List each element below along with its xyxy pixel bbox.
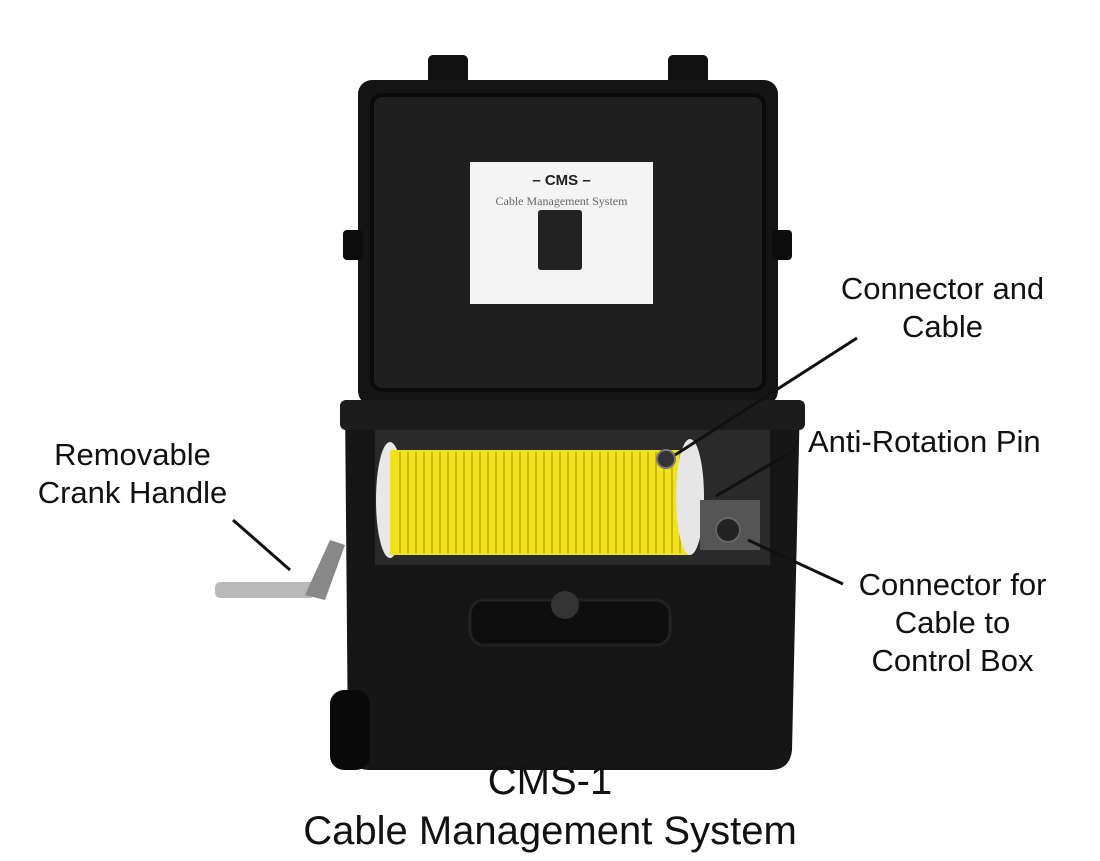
- label-anti-rotation-pin: Anti-Rotation Pin: [808, 424, 1041, 459]
- label-line: Cable to: [894, 605, 1011, 640]
- leader-lines: [232, 336, 858, 586]
- label-line: Removable: [54, 437, 211, 472]
- label-line: Crank Handle: [37, 475, 228, 510]
- label-line: Control Box: [871, 643, 1034, 678]
- caption-title: Cable Management System: [303, 809, 797, 853]
- label-line: Connector for: [858, 567, 1047, 602]
- caption-model: CMS-1: [487, 759, 613, 803]
- crank-handle: [215, 540, 345, 600]
- sheet-subtitle: Cable Management System: [495, 194, 628, 208]
- cable-reel: [376, 439, 760, 558]
- label-line: Cable: [902, 309, 983, 344]
- label-line: Connector and: [840, 271, 1045, 306]
- sheet-title: – CMS –: [532, 172, 591, 189]
- label-crank-handle: Removable Crank Handle: [15, 436, 250, 512]
- label-control-box-connector: Connector for Cable to Control Box: [840, 566, 1065, 680]
- label-connector-cable: Connector and Cable: [820, 270, 1065, 346]
